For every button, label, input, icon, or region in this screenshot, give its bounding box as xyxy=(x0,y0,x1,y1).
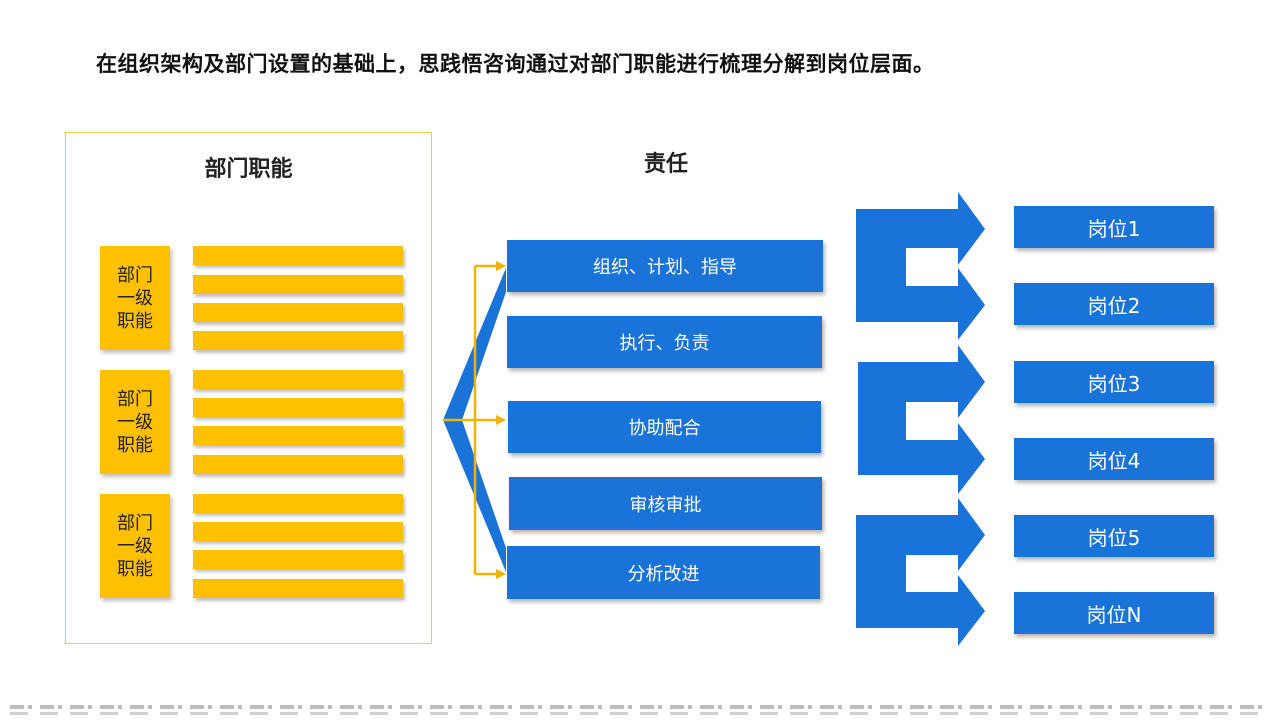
double-arrow-icon xyxy=(856,192,985,340)
post-box-1: 岗位1 xyxy=(1014,206,1214,248)
double-arrow-icon xyxy=(856,498,985,646)
function-bar xyxy=(193,550,403,569)
department-functions-title: 部门职能 xyxy=(204,157,293,182)
department-functions-panel: 部门职能 xyxy=(65,132,432,644)
post-box-5: 岗位5 xyxy=(1014,515,1214,557)
function-bar xyxy=(193,398,403,417)
footer-divider xyxy=(10,705,1270,709)
arrowhead-icon xyxy=(496,569,506,579)
function-bar xyxy=(193,455,403,474)
post-box-4: 岗位4 xyxy=(1014,438,1214,480)
post-box-n: 岗位N xyxy=(1014,592,1214,634)
function-group-label-3: 部门 一级 职能 xyxy=(100,494,170,598)
post-box-3: 岗位3 xyxy=(1014,361,1214,403)
responsibility-box: 执行、负责 xyxy=(507,316,822,368)
function-bar xyxy=(193,246,403,265)
function-bar xyxy=(193,275,403,294)
responsibility-title: 责任 xyxy=(643,152,688,177)
arrowhead-icon xyxy=(496,261,506,271)
post-box-2: 岗位2 xyxy=(1014,283,1214,325)
function-bar xyxy=(193,494,403,513)
function-bar xyxy=(193,331,403,350)
responsibility-box: 审核审批 xyxy=(509,477,822,530)
function-group-label-2: 部门 一级 职能 xyxy=(100,370,170,474)
headline: 在组织架构及部门设置的基础上，思践悟咨询通过对部门职能进行梳理分解到岗位层面。 xyxy=(96,52,935,76)
function-bar xyxy=(193,522,403,541)
function-group-label-1: 部门 一级 职能 xyxy=(100,246,170,350)
double-arrow-icon xyxy=(858,345,985,494)
function-bar xyxy=(193,426,403,445)
bracket-connector xyxy=(443,264,498,576)
function-bar xyxy=(193,579,403,598)
arrowhead-icon xyxy=(496,415,506,425)
responsibility-box: 组织、计划、指导 xyxy=(507,240,823,292)
function-bar xyxy=(193,303,403,322)
responsibility-box: 分析改进 xyxy=(507,546,820,599)
responsibility-box: 协助配合 xyxy=(508,401,821,453)
function-bar xyxy=(193,370,403,389)
footer-divider xyxy=(10,712,1270,715)
